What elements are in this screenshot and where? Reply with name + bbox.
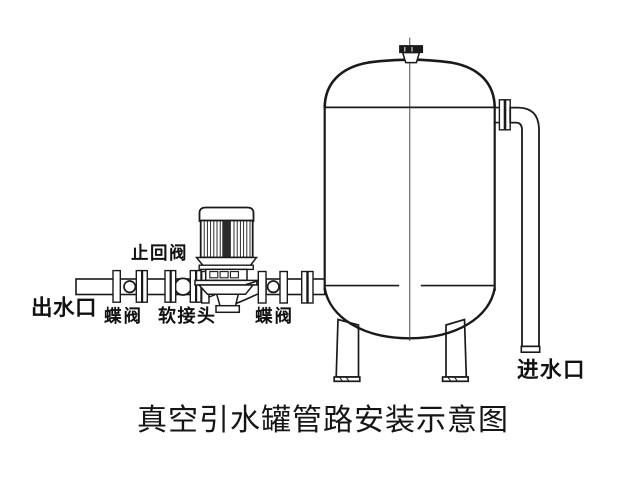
pipe-flanges-right [257, 270, 314, 304]
pump [194, 206, 259, 314]
motor-body [199, 219, 254, 259]
inlet-pipe-end [520, 345, 541, 353]
inlet-elbow-riser [509, 106, 540, 348]
label-check-valve: 止回阀 [131, 243, 188, 263]
pump-lantern [204, 268, 248, 282]
inlet-flange [498, 99, 511, 131]
tank-top-fitting [399, 45, 424, 64]
label-butterfly-valve-right: 蝶阀 [255, 306, 294, 326]
flexible-joint [173, 277, 193, 296]
label-outlet: 出水口 [31, 296, 98, 320]
diagram-title: 真空引水罐管路安装示意图 [137, 404, 509, 437]
pipe-flanges-left [112, 269, 202, 303]
tank-legs [333, 318, 470, 383]
motor-dark-stripe [222, 220, 231, 258]
motor-cap [198, 206, 255, 222]
pump-discharge-bend [235, 279, 259, 305]
inlet-pipe [494, 99, 541, 353]
butterfly-valve-left [123, 280, 137, 294]
label-butterfly-valve-left: 蝶阀 [104, 306, 143, 326]
label-inlet: 进水口 [517, 358, 587, 382]
label-flexible-joint: 软接头 [158, 306, 217, 326]
tank [323, 37, 496, 383]
pump-volute [197, 284, 255, 314]
butterfly-valve-right [266, 280, 280, 294]
motor-base-ring [194, 256, 259, 266]
